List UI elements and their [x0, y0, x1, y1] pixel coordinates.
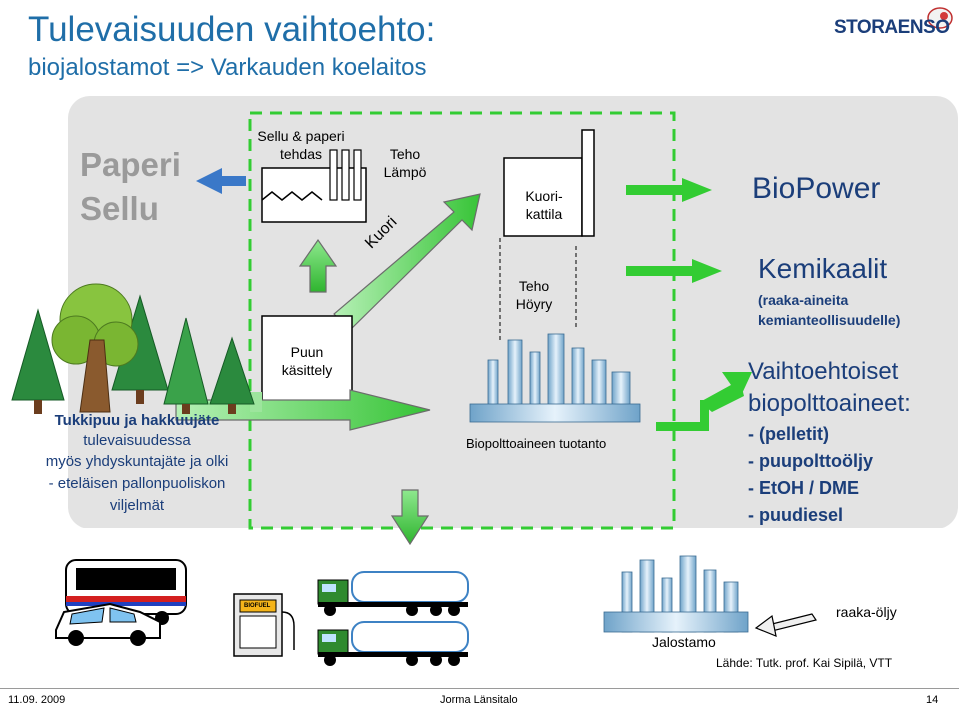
refinery-label: Jalostamo [652, 634, 716, 650]
mill-label-line2: tehdas [279, 146, 323, 162]
paper-label: Paperi [80, 146, 181, 183]
wood-processing-label-line2: käsittely [281, 362, 333, 378]
chemicals-note-line1: (raaka-aineita [758, 292, 849, 308]
steam-label: Höyry [515, 296, 553, 312]
downward-arrow [390, 489, 430, 546]
boiler-label-line2: kattila [525, 206, 563, 222]
pulp-label: Sellu [80, 190, 159, 227]
biofuel-production-label: Biopolttoaineen tuotanto [466, 436, 607, 451]
biopower-label: BioPower [752, 172, 881, 205]
paper-pulp-arrow [196, 168, 246, 194]
alt-fuel-item: - (pelletit) [748, 424, 829, 444]
bark-arrow [333, 193, 481, 331]
alt-fuel-item: - puupolttoöljy [748, 451, 873, 471]
page-title: Tulevaisuuden vaihtoehto: [28, 10, 436, 49]
alt-fuels-arrow [656, 372, 752, 431]
heat-label: Lämpö [383, 164, 427, 180]
footer-author: Jorma Länsitalo [440, 694, 518, 706]
logo-text: STORAENSO [834, 17, 950, 38]
chemicals-arrow [626, 259, 722, 283]
wood-processing-label-line1: Puun [290, 344, 324, 360]
alt-fuel-item: - EtOH / DME [748, 478, 859, 498]
raw-material-line1: Tukkipuu ja hakkuujäte [54, 412, 220, 429]
crude-oil-arrow [754, 613, 817, 637]
raw-material-line5: viljelmät [109, 497, 165, 514]
refinery-icon [603, 555, 749, 633]
mill-input-arrow [298, 238, 338, 293]
boiler-label-line1: Kuori- [525, 188, 563, 204]
footer-page-number: 14 [926, 694, 939, 706]
tanker-truck-bottom [317, 621, 469, 666]
bus-icon [65, 559, 187, 625]
alt-fuel-item: - puudiesel [748, 505, 844, 525]
source-note: Lähde: Tutk. prof. Kai Sipilä, VTT [716, 656, 893, 670]
alt-fuels-title-line1: Vaihtoehtoiset [748, 358, 899, 385]
biofuel-plant-icon [469, 333, 641, 423]
raw-material-line2: tulevaisuudessa [83, 432, 191, 449]
fuel-pump-icon [233, 593, 295, 657]
page-subtitle: biojalostamot => Varkauden koelaitos [28, 54, 427, 81]
chemicals-note-line2: kemianteollisuudelle) [758, 312, 901, 328]
pulp-mill-icon [261, 149, 367, 223]
car-icon [55, 602, 161, 646]
power-label: Teho [389, 146, 421, 162]
tanker-truck-top [317, 571, 469, 616]
chemicals-label: Kemikaalit [758, 253, 888, 284]
alt-fuels-title-line2: biopolttoaineet: [748, 390, 911, 417]
raw-material-line4: - eteläisen pallonpuoliskon [48, 475, 226, 492]
biopower-arrow [626, 178, 712, 202]
raw-material-line3: myös yhdyskuntajäte ja olki [45, 453, 229, 470]
footer-date: 11.09. 2009 [8, 694, 66, 706]
wood-processing-box [261, 315, 353, 403]
bark-boiler-icon [503, 129, 595, 237]
stora-enso-logo [927, 7, 953, 29]
footer-divider [0, 688, 959, 689]
steam-power-label: Teho [518, 278, 550, 294]
mill-boundary [248, 111, 676, 530]
mill-label-line1: Sellu & paperi [257, 128, 345, 144]
forest-icon [11, 283, 255, 414]
pump-sign: BIOFUEL [244, 603, 271, 609]
crude-oil-label: raaka-öljy [836, 604, 897, 620]
